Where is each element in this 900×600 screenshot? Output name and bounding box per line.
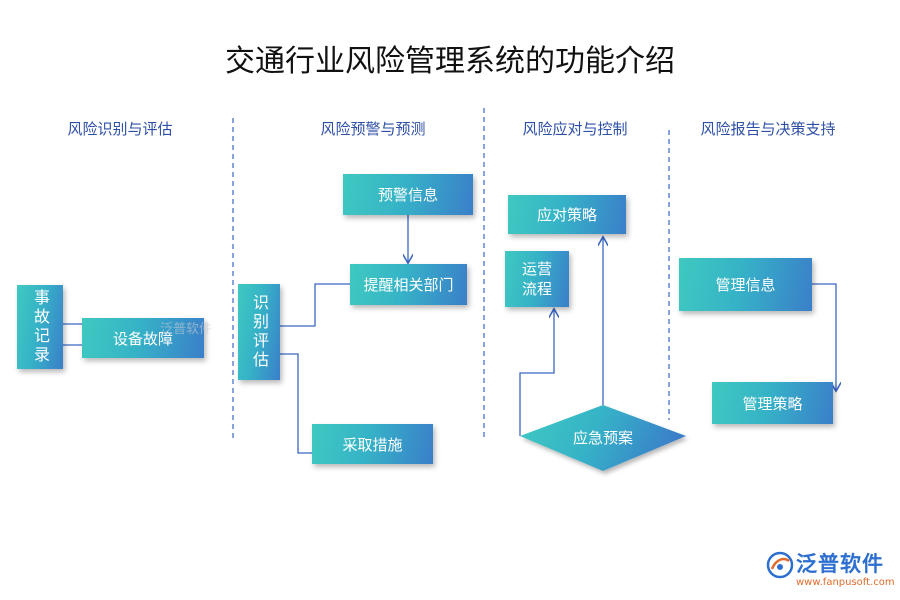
link-plan-flow	[519, 310, 554, 436]
node-take-measures: 采取措施	[312, 424, 433, 464]
section-header-warning: 风险预警与预测	[320, 120, 426, 138]
node-management-info: 管理信息	[679, 258, 812, 311]
node-response-strategy: 应对策略	[508, 195, 626, 234]
node-emergency-plan: 应急预案	[572, 428, 633, 447]
link-assess-notify	[280, 283, 350, 327]
section-header-identify: 风险识别与评估	[67, 120, 173, 138]
section-header-report: 风险报告与决策支持	[700, 120, 836, 138]
watermark-text: 泛普软件	[160, 322, 213, 337]
link-assess-measures	[280, 353, 312, 454]
section-header-response: 风险应对与控制	[522, 120, 628, 138]
logo-name: 泛普软件	[796, 552, 884, 576]
node-warning-info: 预警信息	[343, 174, 473, 215]
fanpu-logo-icon	[766, 551, 794, 579]
node-equipment-failure: 设备故障	[82, 318, 204, 358]
node-event-record: 事故记录	[17, 285, 63, 369]
node-management-strategy: 管理策略	[712, 382, 833, 424]
node-operation-flow: 运营流程	[505, 251, 569, 307]
node-identify-assess: 识别评估	[238, 284, 280, 380]
emergency-plan-diamond	[520, 405, 686, 471]
diagram-title: 交通行业风险管理系统的功能介绍	[225, 44, 675, 79]
brand-logo: 泛普软件 www.fanpusoft.com	[766, 548, 895, 594]
node-notify-departments: 提醒相关部门	[350, 264, 467, 305]
link-info-strategy	[812, 283, 836, 390]
logo-url: www.fanpusoft.com	[796, 577, 895, 588]
